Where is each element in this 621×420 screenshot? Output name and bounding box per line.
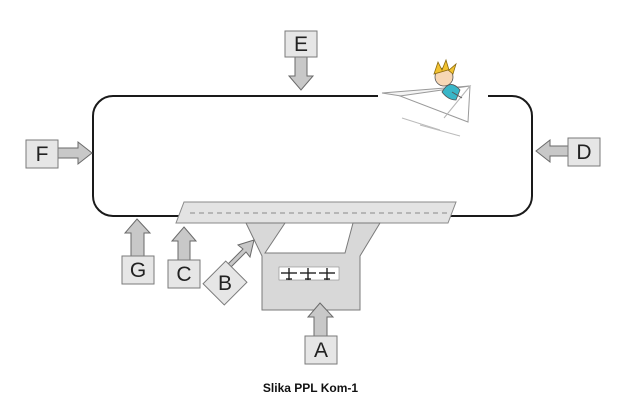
label-f: F: [36, 143, 49, 166]
label-g: G: [130, 259, 146, 282]
arrow-f-icon: [55, 140, 93, 166]
arrow-g-icon: [123, 218, 152, 259]
label-box-e: E: [284, 30, 318, 58]
arrow-b-icon: [225, 239, 255, 270]
label-box-g: G: [121, 255, 155, 285]
taxiway-and-apron: [245, 222, 381, 311]
label-e: E: [294, 33, 308, 56]
label-box-f: F: [25, 139, 59, 169]
label-box-c: C: [167, 259, 201, 289]
label-box-d: D: [567, 137, 601, 167]
label-box-b: B: [202, 260, 248, 306]
label-d: D: [576, 141, 591, 164]
figure-caption: Slika PPL Kom-1: [262, 381, 359, 395]
arrow-d-icon: [535, 138, 571, 164]
label-b: B: [218, 272, 232, 295]
label-box-a: A: [304, 335, 338, 365]
label-c: C: [176, 263, 191, 286]
label-a: A: [314, 339, 328, 362]
parked-aircraft: [278, 266, 340, 281]
pilot-paper-plane-illustration: [378, 58, 488, 142]
arrow-c-icon: [170, 226, 198, 265]
arrow-e-icon: [287, 53, 315, 91]
